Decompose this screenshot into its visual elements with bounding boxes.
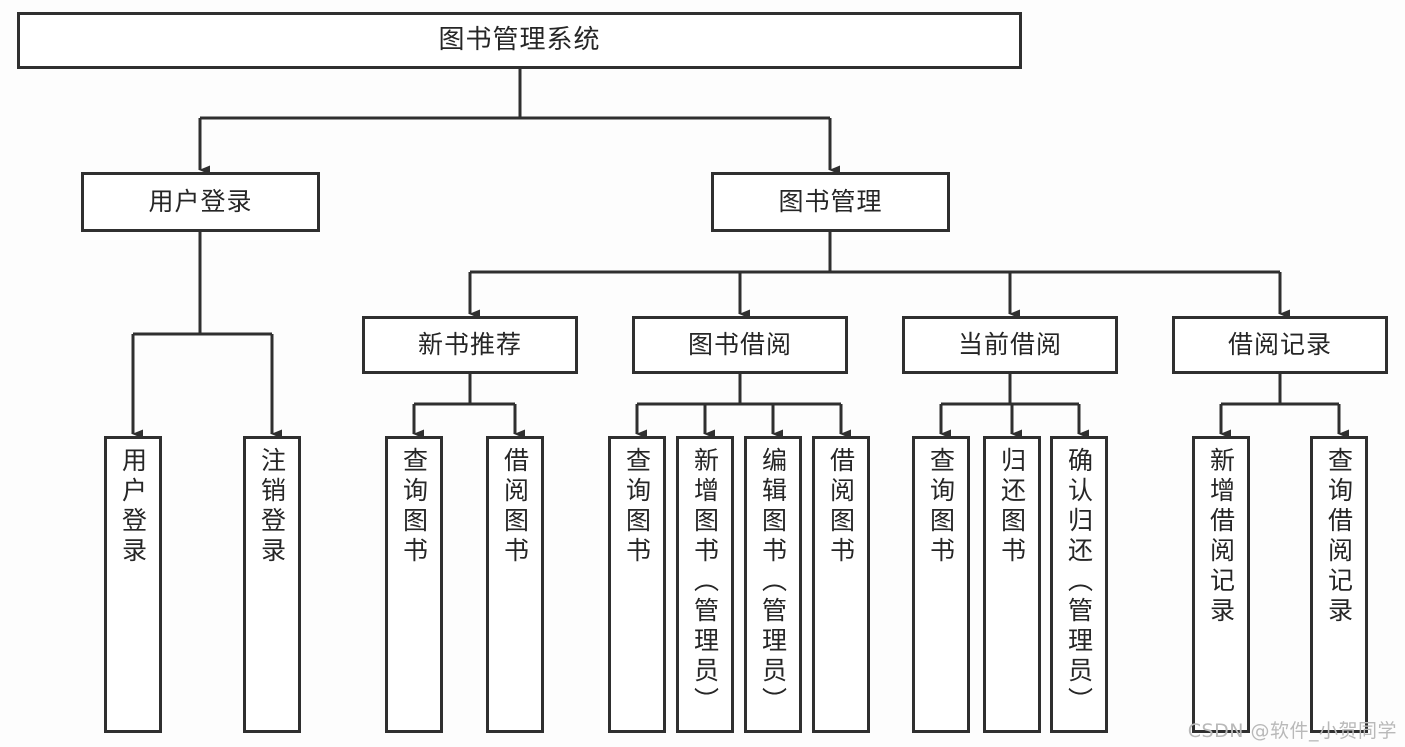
- node-new-book-recommend[interactable]: 新书推荐: [362, 316, 578, 374]
- node-leaf-borrow-book-1[interactable]: 借阅图书: [486, 436, 544, 733]
- node-label: 用户登录: [148, 187, 253, 217]
- node-leaf-query-book-1[interactable]: 查询图书: [385, 436, 443, 733]
- node-leaf-return-book[interactable]: 归还图书: [983, 436, 1041, 733]
- node-leaf-user-login[interactable]: 用户登录: [104, 436, 162, 733]
- node-root-system[interactable]: 图书管理系统: [17, 12, 1022, 69]
- node-label: 借阅记录: [1227, 330, 1332, 360]
- node-leaf-query-book-2[interactable]: 查询图书: [608, 436, 666, 733]
- node-book-manage[interactable]: 图书管理: [711, 172, 950, 232]
- node-label: 借阅图书: [500, 447, 530, 567]
- node-label: 编辑图书（管理员）: [758, 447, 788, 717]
- node-label: 用户登录: [118, 447, 148, 567]
- node-leaf-confirm-return[interactable]: 确认归还（管理员）: [1050, 436, 1108, 733]
- node-user-login[interactable]: 用户登录: [81, 172, 320, 232]
- node-label: 归还图书: [997, 447, 1027, 567]
- node-label: 新书推荐: [417, 330, 522, 360]
- node-label: 查询图书: [399, 447, 429, 567]
- node-leaf-edit-book[interactable]: 编辑图书（管理员）: [744, 436, 802, 733]
- node-leaf-query-book-3[interactable]: 查询图书: [912, 436, 970, 733]
- node-current-borrow[interactable]: 当前借阅: [902, 316, 1118, 374]
- node-label: 借阅图书: [826, 447, 856, 567]
- node-leaf-logout-login[interactable]: 注销登录: [243, 436, 301, 733]
- node-label: 图书借阅: [687, 330, 792, 360]
- node-leaf-add-book[interactable]: 新增图书（管理员）: [676, 436, 734, 733]
- node-label: 查询借阅记录: [1324, 447, 1354, 627]
- node-label: 新增图书（管理员）: [690, 447, 720, 717]
- node-label: 注销登录: [257, 447, 287, 567]
- node-label: 图书管理: [778, 187, 883, 217]
- node-label: 查询图书: [926, 447, 956, 567]
- csdn-watermark: CSDN @软件_小贺同学: [1187, 720, 1397, 742]
- node-borrow-record[interactable]: 借阅记录: [1172, 316, 1388, 374]
- node-label: 当前借阅: [957, 330, 1062, 360]
- node-leaf-add-record[interactable]: 新增借阅记录: [1192, 436, 1250, 733]
- node-label: 新增借阅记录: [1206, 447, 1236, 627]
- node-leaf-borrow-book-2[interactable]: 借阅图书: [812, 436, 870, 733]
- node-leaf-query-record[interactable]: 查询借阅记录: [1310, 436, 1368, 733]
- node-book-borrow[interactable]: 图书借阅: [632, 316, 848, 374]
- node-label: 查询图书: [622, 447, 652, 567]
- node-label: 确认归还（管理员）: [1064, 447, 1094, 717]
- node-label: 图书管理系统: [438, 25, 601, 56]
